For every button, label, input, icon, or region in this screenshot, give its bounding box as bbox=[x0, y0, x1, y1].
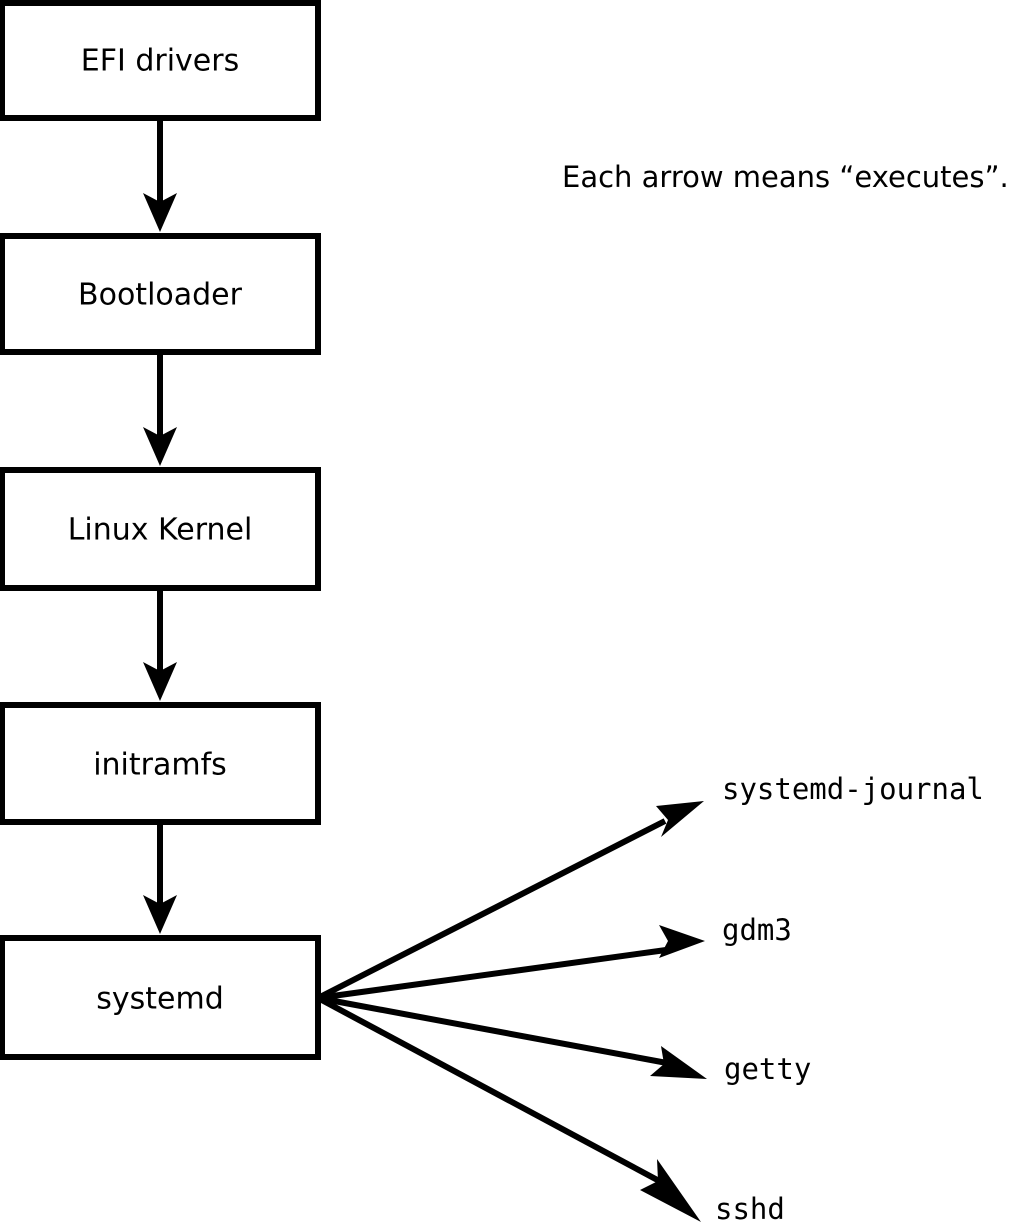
boot-chain-boxes: EFI drivers Bootloader Linux Kernel init… bbox=[0, 0, 321, 1060]
service-labels: systemd-journal gdm3 getty sshd bbox=[715, 772, 984, 1226]
arrow-head-down-icon bbox=[143, 427, 177, 466]
edge-systemd-to-systemd-journal bbox=[316, 801, 704, 1001]
boot-chain-edges bbox=[143, 118, 177, 934]
edge-systemd-to-sshd bbox=[316, 995, 701, 1222]
arrow-head-down-icon bbox=[143, 895, 177, 934]
service-label-systemd-journal: systemd-journal bbox=[722, 772, 984, 806]
node-box bbox=[0, 935, 321, 1060]
edge-systemd-to-gdm3 bbox=[317, 925, 705, 1001]
edge-line bbox=[317, 995, 668, 1066]
edge-line bbox=[316, 818, 667, 1001]
node-box bbox=[0, 702, 321, 825]
node-box bbox=[0, 0, 321, 121]
edge-line bbox=[317, 947, 667, 1001]
edge-linux-kernel-to-initramfs bbox=[143, 588, 177, 701]
arrow-head-down-icon bbox=[143, 662, 177, 701]
node-label: EFI drivers bbox=[81, 44, 239, 79]
node-efi-drivers[interactable]: EFI drivers bbox=[0, 0, 321, 121]
edge-initramfs-to-systemd bbox=[143, 822, 177, 934]
edge-systemd-to-getty bbox=[317, 995, 707, 1079]
edge-line bbox=[316, 995, 665, 1186]
node-label: Bootloader bbox=[78, 278, 243, 313]
edge-efi-drivers-to-bootloader bbox=[143, 118, 177, 232]
node-box bbox=[0, 233, 321, 355]
arrow-head-icon bbox=[640, 1159, 701, 1222]
arrow-head-icon bbox=[659, 925, 705, 958]
service-label-gdm3: gdm3 bbox=[722, 913, 792, 947]
node-label: Linux Kernel bbox=[68, 513, 253, 548]
systemd-service-edges bbox=[316, 801, 707, 1222]
legend-note: Each arrow means “executes”. bbox=[562, 160, 1009, 194]
node-bootloader[interactable]: Bootloader bbox=[0, 233, 321, 355]
arrow-head-icon bbox=[650, 1046, 707, 1079]
node-initramfs[interactable]: initramfs bbox=[0, 702, 321, 825]
node-box bbox=[0, 467, 321, 591]
node-systemd[interactable]: systemd bbox=[0, 935, 321, 1060]
node-label: initramfs bbox=[93, 748, 227, 783]
node-linux-kernel[interactable]: Linux Kernel bbox=[0, 467, 321, 591]
service-label-getty: getty bbox=[724, 1052, 811, 1086]
service-label-sshd: sshd bbox=[715, 1192, 785, 1226]
arrow-head-icon bbox=[656, 801, 704, 837]
edge-bootloader-to-linux-kernel bbox=[143, 352, 177, 466]
arrow-head-down-icon bbox=[143, 193, 177, 232]
node-label: systemd bbox=[96, 982, 224, 1017]
